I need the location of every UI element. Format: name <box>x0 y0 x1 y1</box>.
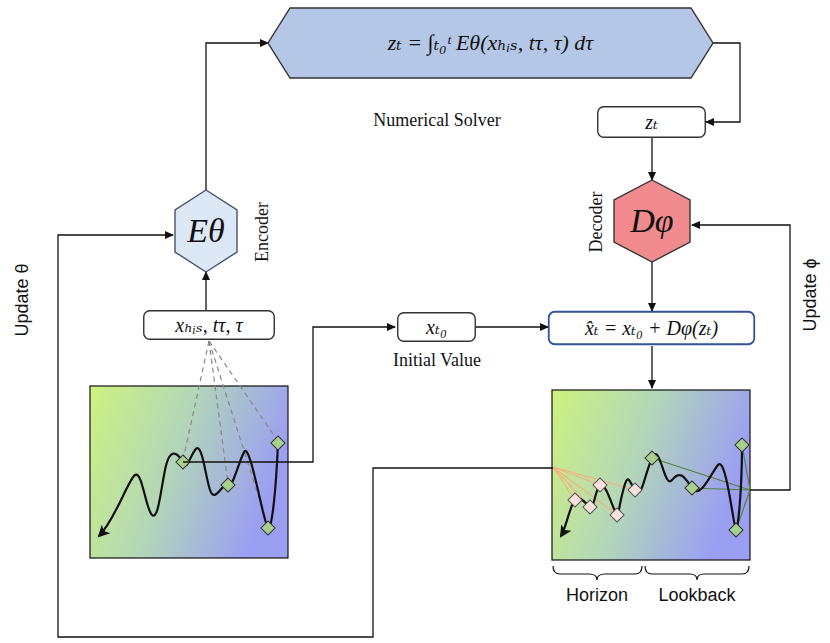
solver-hexagon: zₜ = ∫ₜ₀ᵗ Eθ(xₕᵢₛ, tτ, τ) dτNumerical So… <box>268 8 713 78</box>
input-box: xₕᵢₛ, tτ, τ <box>143 310 275 340</box>
initial-value-box: xₜ₀Initial Value <box>397 312 476 342</box>
node-caption: Numerical Solver <box>373 110 500 131</box>
flow-arrow <box>205 272 206 310</box>
node-label: zₜ = ∫ₜ₀ᵗ Eθ(xₕᵢₛ, tτ, τ) dτ <box>388 30 593 56</box>
node-caption: Decoder <box>586 192 607 253</box>
node-label: xₕᵢₛ, tτ, τ <box>175 313 242 337</box>
update-label: Update ϕ <box>800 256 821 333</box>
horizon-bracket <box>553 566 642 580</box>
node-shape <box>398 313 476 342</box>
node-shape <box>598 107 706 138</box>
dashed-leaders <box>183 341 278 526</box>
bracket-label: Lookback <box>656 585 737 606</box>
decoder-hexagon: DφDecoder <box>614 180 690 262</box>
bracket-label: Horizon <box>564 585 630 606</box>
forecast-panel <box>552 390 750 560</box>
flow-arrow <box>706 43 740 122</box>
node-shape <box>614 180 690 262</box>
node-label: zₜ <box>645 110 658 134</box>
wires <box>58 225 790 637</box>
output-box: x̂ₜ = xₜ₀ + Dφ(zₜ) <box>548 311 755 345</box>
node-caption: Initial Value <box>393 350 481 371</box>
node-shape <box>268 8 713 78</box>
node-label: x̂ₜ = xₜ₀ + Dφ(zₜ) <box>585 316 718 340</box>
flow-arrow <box>476 326 548 327</box>
history-panel <box>90 386 288 558</box>
horizon-points <box>568 478 642 522</box>
series-curve <box>99 443 278 536</box>
update-label: Update θ <box>12 261 33 338</box>
flow-arrow <box>206 43 268 190</box>
lookback-bracket <box>645 566 749 580</box>
node-shape <box>144 311 275 340</box>
node-caption: Encoder <box>252 202 273 262</box>
node-shape <box>549 312 755 345</box>
encoder-hexagon: EθEncoder <box>175 190 237 272</box>
lookback-leaders <box>652 445 750 530</box>
forecast-curve <box>561 445 742 536</box>
flow-arrow <box>651 138 652 180</box>
lookback-points <box>645 438 749 537</box>
sample-points <box>176 436 285 535</box>
node-label: xₜ₀ <box>426 315 447 339</box>
node-label: Eθ <box>187 212 224 250</box>
node-label: Dφ <box>630 202 673 240</box>
latent-box: zₜ <box>597 106 706 138</box>
node-shape <box>175 190 237 272</box>
flow-arrow <box>651 262 652 311</box>
